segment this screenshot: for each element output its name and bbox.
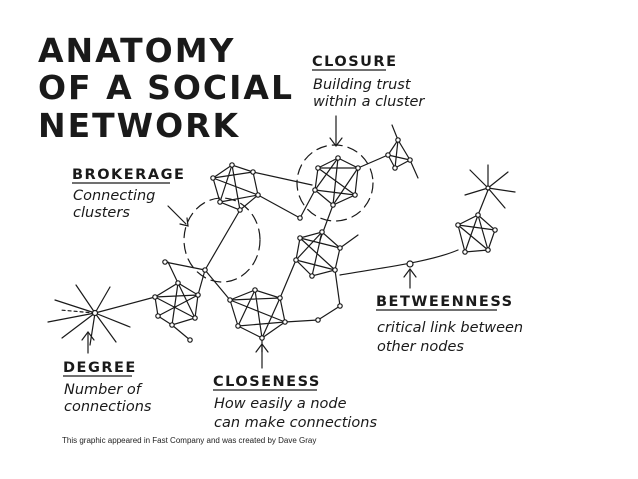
betweenness-line-2: other nodes	[377, 339, 464, 355]
degree-heading: DEGREE	[63, 360, 137, 376]
label-betweenness: BETWEENNESS critical link between other …	[376, 294, 523, 355]
degree-line-1: Number of	[64, 382, 143, 398]
highlight-circles	[184, 145, 373, 282]
closeness-line-1: How easily a node	[214, 396, 347, 412]
cluster-upper-left	[205, 165, 312, 270]
closure-line-2: within a cluster	[313, 94, 425, 110]
annotation-arrows	[82, 116, 416, 368]
degree-hub-node	[48, 285, 155, 345]
closure-heading: CLOSURE	[312, 54, 397, 70]
title-block: ANATOMY OF A SOCIAL NETWORK	[38, 31, 294, 145]
cluster-right	[458, 190, 495, 252]
cluster-left	[155, 262, 205, 340]
betweenness-heading: BETWEENNESS	[376, 294, 514, 310]
label-degree: DEGREE Number of connections	[63, 360, 152, 415]
image-credit-caption: This graphic appeared in Fast Company an…	[62, 436, 316, 445]
betweenness-arrow	[404, 269, 416, 288]
brokerage-heading: BROKERAGE	[72, 167, 185, 183]
closeness-arrow	[256, 344, 268, 368]
label-brokerage: BROKERAGE Connecting clusters	[72, 167, 185, 221]
closeness-line-2: can make connections	[214, 415, 377, 431]
brokerage-line-2: clusters	[73, 205, 130, 221]
label-closure: CLOSURE Building trust within a cluster	[312, 54, 425, 110]
closeness-heading: CLOSENESS	[213, 374, 321, 390]
cluster-center	[296, 232, 358, 276]
cluster-closure	[300, 155, 388, 240]
degree-line-2: connections	[64, 399, 152, 415]
title-line-1: ANATOMY	[38, 31, 235, 70]
brokerage-arrow	[168, 206, 188, 226]
degree-arrow	[82, 332, 94, 353]
closure-arrow	[330, 116, 342, 146]
title-line-3: NETWORK	[38, 106, 240, 145]
closure-line-1: Building trust	[313, 77, 412, 93]
brokerage-line-1: Connecting	[73, 188, 155, 204]
label-closeness: CLOSENESS How easily a node can make con…	[213, 374, 377, 431]
betweenness-line-1: critical link between	[377, 320, 523, 336]
star-hub-right	[465, 165, 515, 208]
cluster-top-right	[388, 125, 418, 178]
betweenness-link	[340, 250, 458, 275]
title-line-2: OF A SOCIAL	[38, 68, 294, 107]
